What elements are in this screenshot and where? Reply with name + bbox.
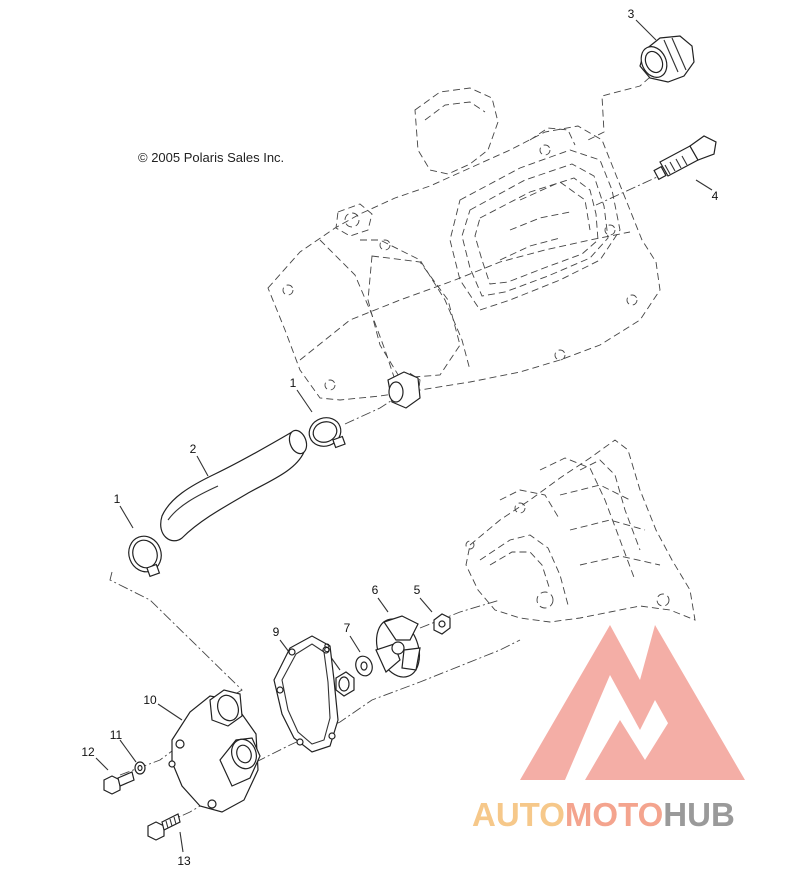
callout-13: 13 <box>177 854 191 868</box>
gasket-part-9 <box>273 635 339 753</box>
brand-part-auto: AUTO <box>472 796 565 833</box>
water-pump-cover-part-10 <box>168 689 261 813</box>
bolt-part-12 <box>103 771 135 795</box>
callout-2: 2 <box>189 442 197 456</box>
cylinder-head-outline <box>267 87 661 403</box>
callout-10: 10 <box>143 693 157 707</box>
callout-3: 3 <box>627 7 635 21</box>
crankcase-outline <box>465 439 696 623</box>
shaft-seal-part-8 <box>335 671 355 697</box>
callout-11: 11 <box>109 728 123 742</box>
impeller-nut-part-5 <box>433 613 451 635</box>
hose-clamp-upper-part-1 <box>308 417 346 449</box>
callout-9: 9 <box>272 625 280 639</box>
watermark-logo <box>520 625 745 780</box>
callout-lines <box>95 19 713 853</box>
callout-1-lower: 1 <box>113 492 121 506</box>
copyright-text: © 2005 Polaris Sales Inc. <box>138 150 285 165</box>
callout-5: 5 <box>413 583 421 597</box>
thermostat-part-3 <box>639 35 695 83</box>
callout-7: 7 <box>343 621 351 635</box>
washer-part-11 <box>134 761 146 775</box>
callout-1-upper: 1 <box>289 376 297 390</box>
hose-clamp-lower-part-1 <box>128 535 162 578</box>
washer-part-7 <box>355 655 373 677</box>
bolt-part-13 <box>147 813 181 841</box>
impeller-part-6 <box>375 615 421 678</box>
callout-8: 8 <box>323 641 331 655</box>
watermark-brand-text: AUTOMOTOHUB <box>472 796 735 834</box>
callout-4: 4 <box>711 189 719 203</box>
head-outlet-stub <box>387 371 421 409</box>
brand-part-moto: MOTO <box>564 796 664 833</box>
callout-6: 6 <box>371 583 379 597</box>
brand-part-hub: HUB <box>663 796 735 833</box>
callout-12: 12 <box>81 745 95 759</box>
temperature-sensor-part-4 <box>653 135 717 181</box>
coolant-hose-part-2 <box>160 429 308 542</box>
